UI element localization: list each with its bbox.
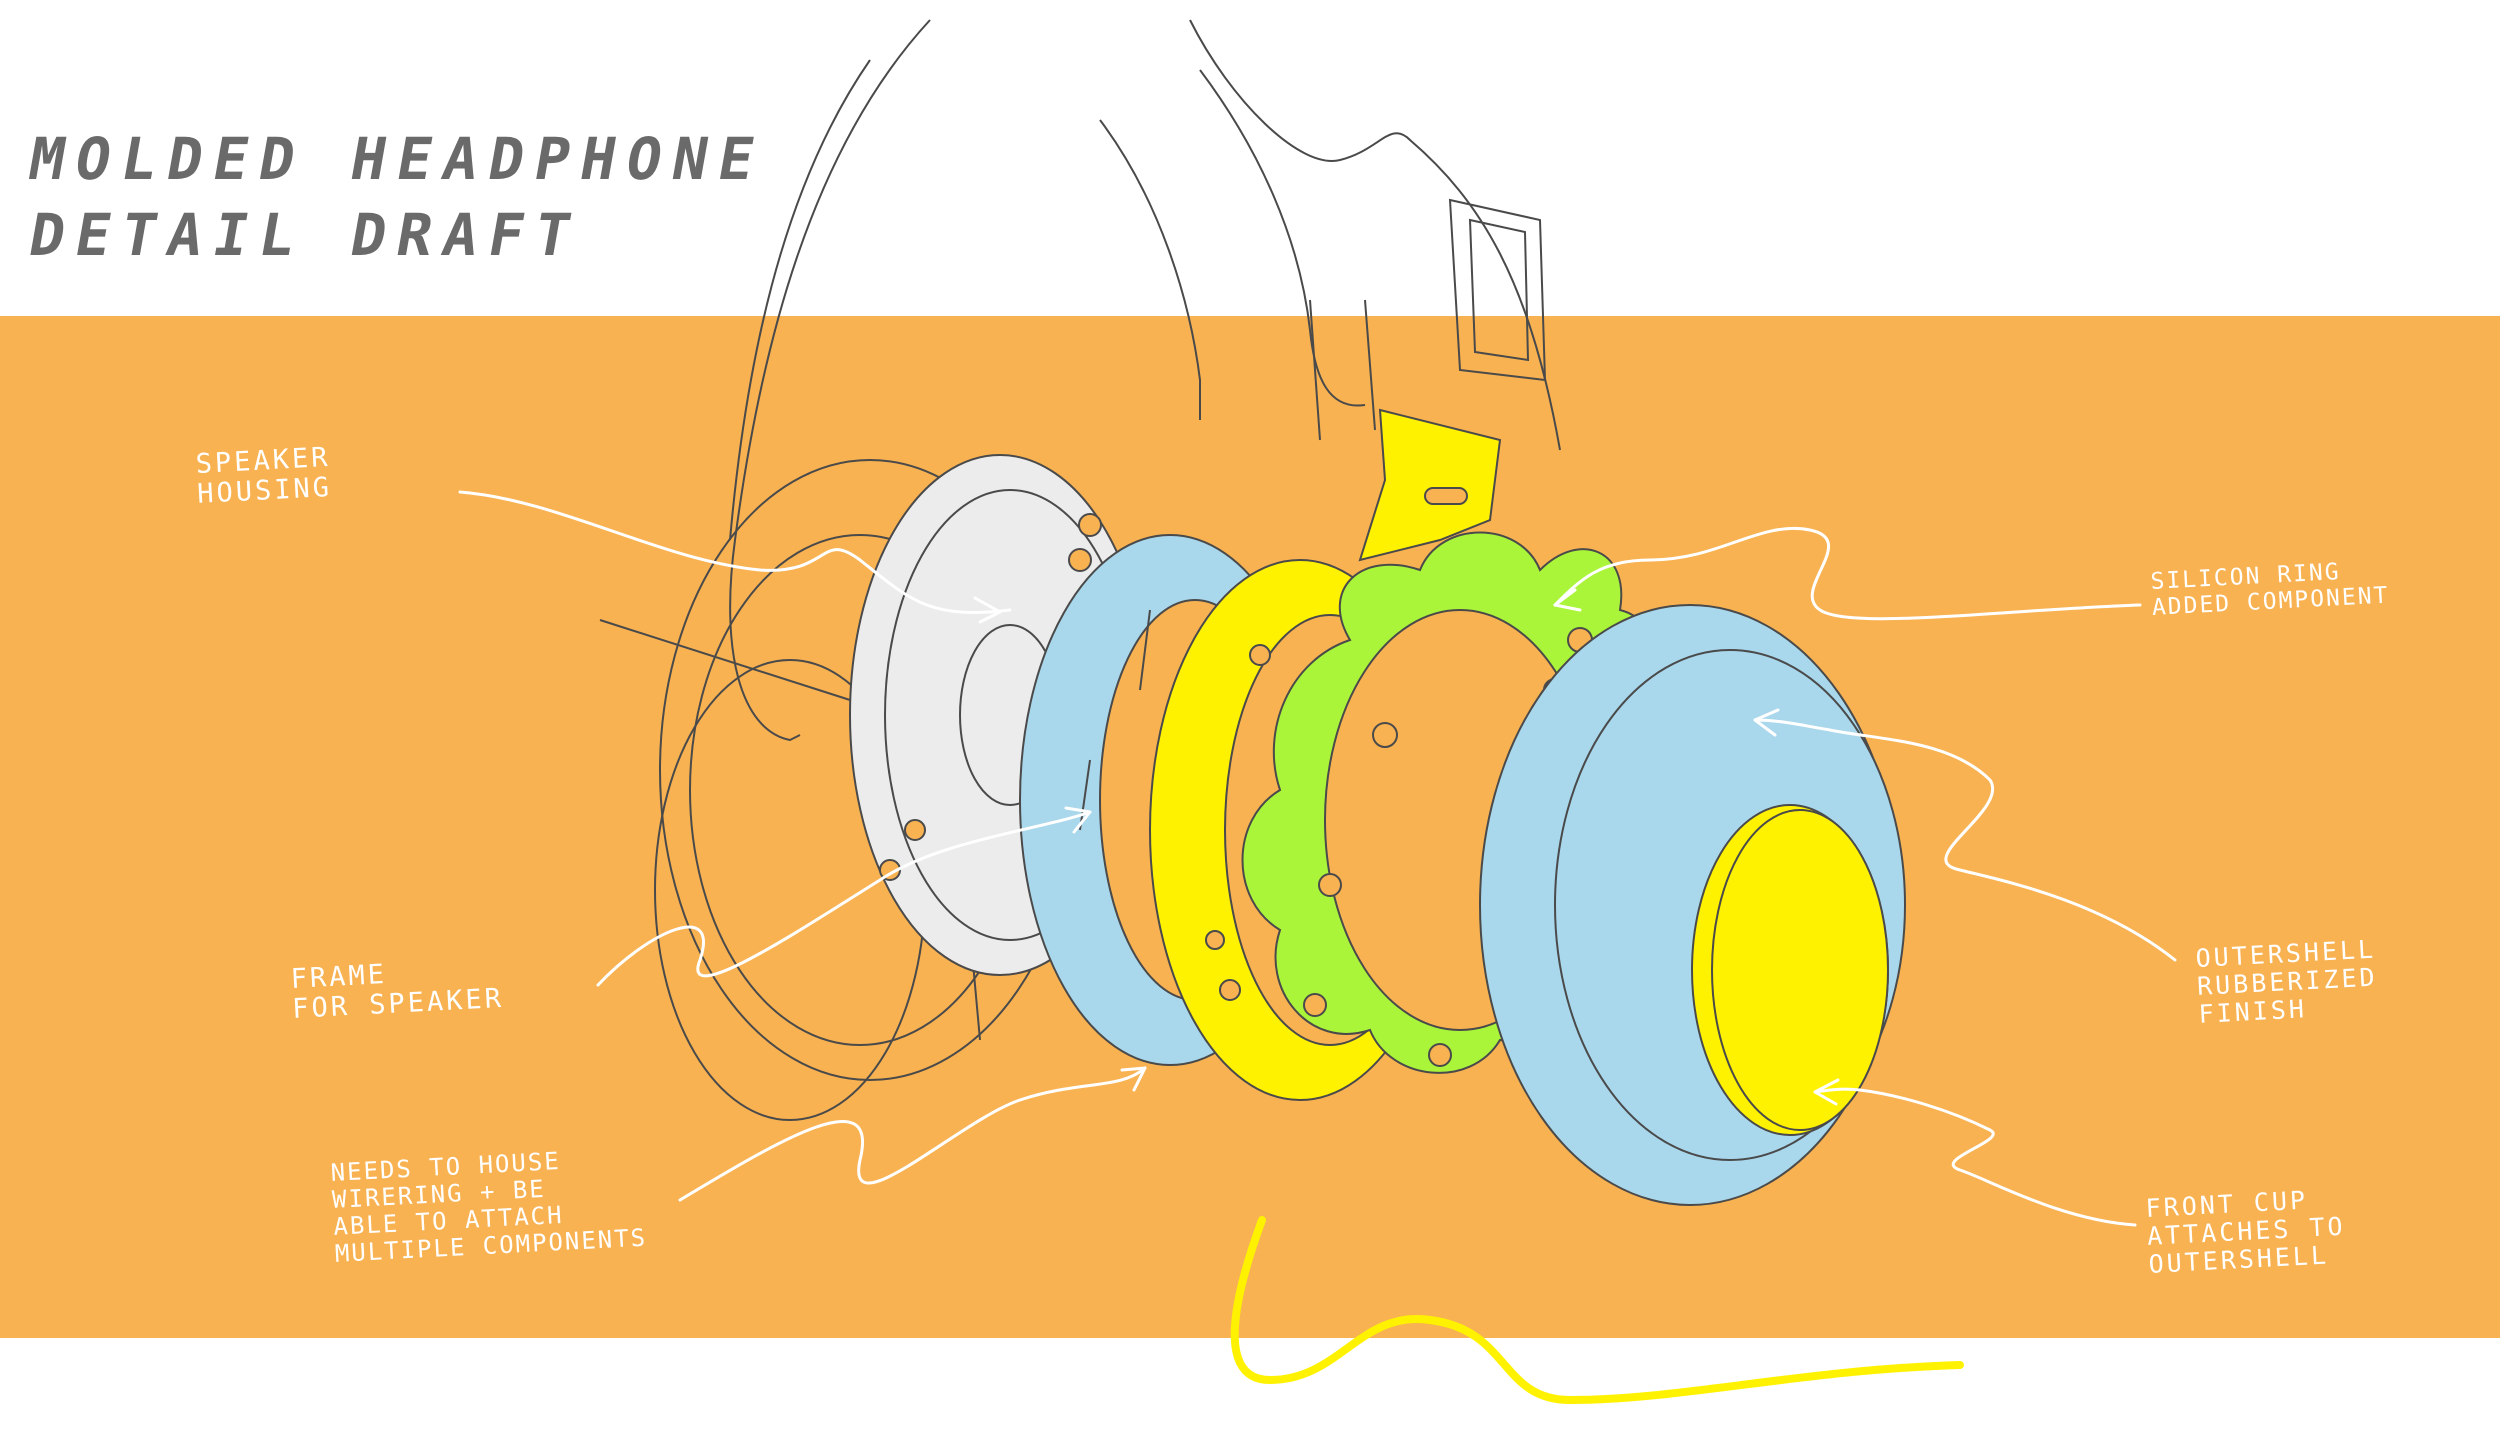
yoke-hole-3 (1205, 930, 1225, 950)
yoke-arm (1358, 408, 1502, 562)
leader-outershell (1753, 718, 2177, 962)
ring-hole-6 (1318, 873, 1342, 897)
leader-speaker-housing (458, 490, 1012, 614)
callout-leader-lines (458, 490, 2177, 1227)
headband-outer-left (729, 19, 931, 742)
leader-front-cup (1813, 1087, 2137, 1227)
ring-hole-3 (1372, 722, 1398, 748)
headband-outer-right (1189, 19, 1561, 451)
label-needs-to-house: Needs to house wirering + be able to att… (330, 1144, 648, 1268)
headphone-cable (1230, 1216, 1964, 1405)
housing-hole-4 (904, 819, 926, 841)
title-line-2: Detail Draft (24, 201, 588, 269)
arrow-silicon-ring (1553, 588, 1582, 612)
headband-inner-right (1199, 69, 1366, 407)
yoke-hole-1 (1249, 644, 1271, 666)
yoke-hole-2 (1219, 979, 1241, 1001)
title-line-1: Molded Headphone (24, 125, 771, 193)
front-cup-face (1711, 809, 1889, 1131)
arrow-needs-to-house (1120, 1066, 1147, 1092)
label-front-cup: Front Cup attaches to outershell (2145, 1185, 2348, 1278)
ring-hole-5 (1428, 1043, 1452, 1067)
label-frame-for-speaker: Frame For Speaker (290, 954, 505, 1025)
front-cup-part (1691, 804, 1889, 1136)
yoke-slot (1424, 487, 1468, 505)
leader-needs-to-house (678, 1066, 1147, 1202)
arrow-frame-for-speaker (1064, 806, 1092, 834)
ring-hole-4 (1303, 993, 1327, 1017)
headband-inner-left (729, 59, 871, 541)
slider-plate-inner (1468, 218, 1530, 362)
slider-plate (1448, 198, 1547, 382)
housing-hole-1 (1078, 513, 1102, 537)
housing-hole-2 (1068, 548, 1092, 572)
leader-frame-for-speaker (596, 810, 1092, 987)
arrow-front-cup (1813, 1078, 1840, 1106)
arrow-speaker-housing (973, 596, 1002, 624)
leader-silicon-ring (1553, 527, 2142, 621)
label-outershell: Outershell Rubberized Finish (2195, 935, 2380, 1029)
label-speaker-housing: Speaker Housing (195, 442, 333, 510)
yoke-guides (1309, 299, 1376, 441)
arrow-outershell (1753, 708, 1780, 737)
headband-center-curve (1099, 119, 1201, 420)
